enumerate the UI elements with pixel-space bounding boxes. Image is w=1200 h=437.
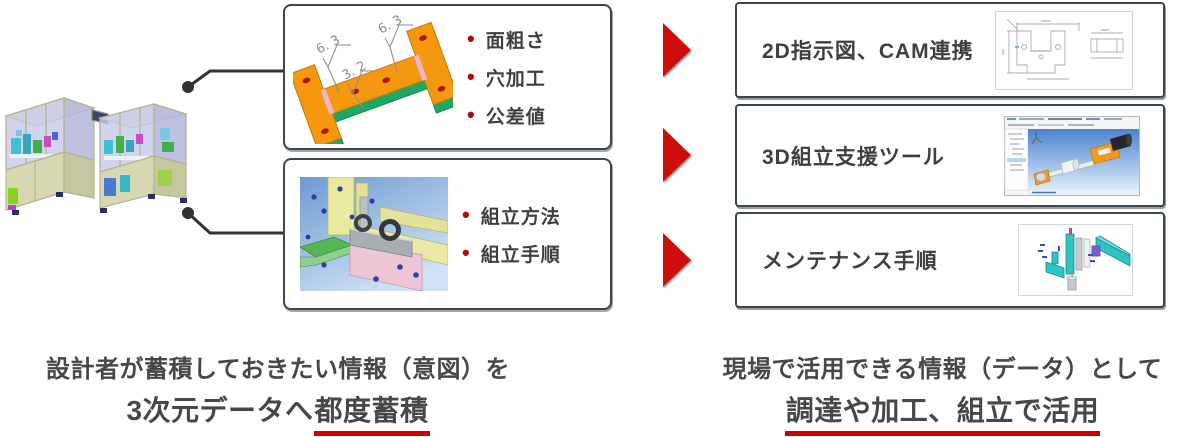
source-box-machining-info: 6. 3 3. 2 6. 3 • 面粗さ • 穴加工 • 公差値 (283, 4, 612, 150)
list-item: • 公差値 (467, 102, 546, 129)
caption-left-line2: 3次元データへ都度蓄積 (0, 389, 556, 436)
machine-3d-render (4, 97, 189, 215)
list-item: • 穴加工 (467, 64, 546, 91)
caption-left: 設計者が蓄積しておきたい情報（意図）を 3次元データへ都度蓄積 (0, 349, 556, 436)
assembly-cad-image (300, 177, 448, 291)
bullet-list: • 面粗さ • 穴加工 • 公差値 (467, 26, 546, 129)
maintenance-thumbnail (1018, 224, 1133, 296)
list-item: • 面粗さ (467, 26, 546, 53)
output-box-2d-cam: 2D指示図、CAM連携 (735, 2, 1165, 98)
caption-left-line2-prefix: 3次元データへ (126, 395, 314, 426)
caption-right: 現場で活用できる情報（データ）として 調達や加工、組立で活用 (660, 349, 1200, 436)
output-box-3d-assembly-tool: 3D組立支援ツール (735, 104, 1165, 207)
arrow-right-icon (663, 233, 691, 287)
bullet-icon: • (462, 202, 471, 227)
output-box-label: 2D指示図、CAM連携 (762, 40, 974, 63)
bullet-list: • 組立方法 • 組立手順 (462, 202, 561, 267)
bullet-label: 組立方法 (480, 206, 561, 228)
source-box-assembly-info: • 組立方法 • 組立手順 (283, 158, 612, 310)
caption-left-underlined-text: 都度蓄積 (313, 389, 430, 436)
roughness-label: 6. 3 (376, 13, 405, 38)
arrow-right-icon (663, 23, 691, 77)
list-item: • 組立方法 (462, 202, 561, 229)
output-box-label: 3D組立支援ツール (762, 145, 945, 169)
bullet-label: 組立手順 (480, 244, 561, 266)
caption-left-line1: 設計者が蓄積しておきたい情報（意図）を (45, 356, 511, 383)
bullet-icon: • (467, 26, 476, 51)
connector-top (187, 69, 286, 89)
list-item: • 組立手順 (462, 240, 561, 267)
bullet-label: 穴加工 (485, 68, 546, 90)
caption-right-line1: 現場で活用できる情報（データ）として (722, 356, 1163, 383)
bullet-label: 面粗さ (485, 30, 546, 52)
arrow-right-icon (663, 128, 691, 182)
output-box-maintenance: メンテナンス手順 (735, 212, 1165, 308)
bullet-icon: • (462, 240, 471, 265)
bullet-icon: • (467, 64, 476, 89)
bullet-icon: • (467, 102, 476, 127)
part-roughness-image: 6. 3 3. 2 6. 3 (293, 13, 453, 144)
caption-right-line2: 調達や加工、組立で活用 (660, 389, 1200, 436)
roughness-label: 6. 3 (314, 33, 343, 58)
cad-app-thumbnail (1004, 115, 1140, 196)
caption-right-underlined-text: 調達や加工、組立で活用 (784, 389, 1101, 436)
connector-bottom (186, 211, 286, 235)
bullet-label: 公差値 (485, 106, 546, 128)
output-box-label: メンテナンス手順 (762, 250, 938, 273)
2d-drawing-thumbnail (995, 10, 1133, 90)
